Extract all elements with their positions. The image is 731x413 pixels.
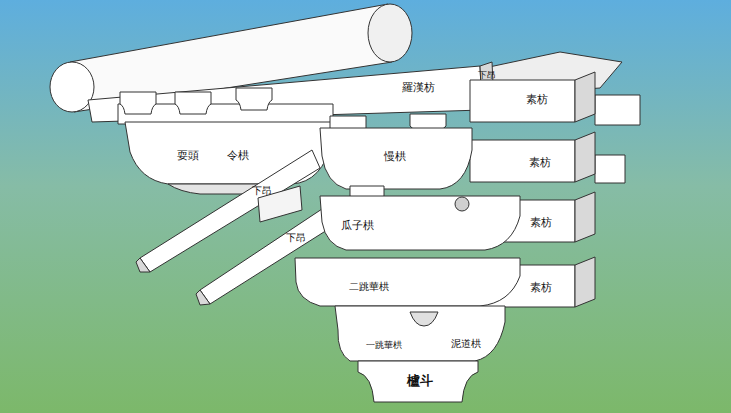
ang-beam xyxy=(140,150,320,272)
part-label: 下昂 xyxy=(478,71,496,81)
part-label: 羅漢枋 xyxy=(402,82,435,94)
part-label: 泥道栱 xyxy=(451,338,481,349)
ang-beam-end xyxy=(136,258,150,272)
yi-tiao-hua-gong xyxy=(335,306,505,361)
part-label: 慢栱 xyxy=(384,151,406,163)
part-label: 瓜子栱 xyxy=(341,220,374,232)
part-label: 素枋 xyxy=(529,157,551,169)
purlin-end xyxy=(368,4,412,62)
part-label: 素枋 xyxy=(530,217,552,229)
part-label: 下昂 xyxy=(252,185,272,196)
lu-dou xyxy=(358,361,478,402)
part-label: 一跳華栱 xyxy=(366,341,402,351)
part-label: 櫨斗 xyxy=(407,374,433,388)
bracket-set xyxy=(50,4,640,402)
part-label: 素枋 xyxy=(530,282,552,294)
notch xyxy=(410,312,438,326)
er-tiao-hua-gong xyxy=(295,258,520,306)
man-gong xyxy=(320,128,472,189)
part-label: 二跳華栱 xyxy=(349,281,389,292)
part-label: 素枋 xyxy=(526,94,548,106)
part-label: 耍頭 xyxy=(177,150,199,162)
purlin-end xyxy=(50,62,94,112)
part-label: 下昂 xyxy=(286,232,306,243)
dou-block xyxy=(120,92,156,114)
dou-block xyxy=(175,92,211,114)
dou-block xyxy=(236,88,272,110)
dowel xyxy=(455,197,469,211)
ang-beam-end xyxy=(196,290,210,305)
part-label: 令栱 xyxy=(227,150,249,162)
gua-zi-gong xyxy=(320,196,520,250)
